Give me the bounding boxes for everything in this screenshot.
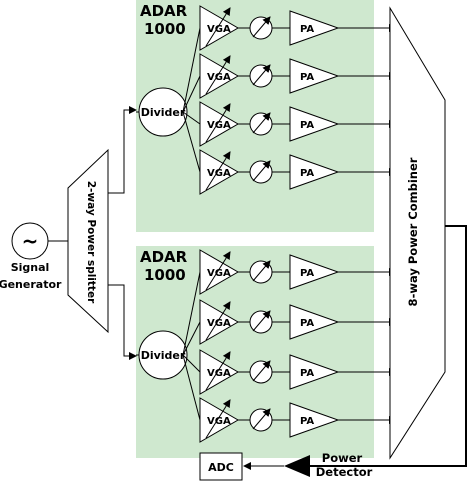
board-bottom-label-line2: 1000 — [144, 266, 186, 284]
phase-shifter-arrow-top-1 — [252, 16, 271, 38]
pa-label-bottom-1: PA — [300, 268, 314, 279]
vga-block-top-4 — [199, 149, 239, 195]
pa-label-top-2: PA — [300, 72, 314, 83]
wire-divider-to-vga-top-1 — [182, 27, 201, 113]
vga-block-bottom-1 — [199, 249, 239, 295]
board-top-label-line1: ADAR — [140, 2, 188, 20]
vga-label-top-1: VGA — [207, 24, 231, 35]
pa-label-bottom-3: PA — [300, 368, 314, 379]
divider-label-bottom: Divider — [141, 349, 186, 362]
divider-block-bottom — [138, 330, 188, 380]
vga-gain-arrow-bottom-4 — [205, 399, 231, 439]
wire-divider-to-vga-top-4 — [182, 111, 201, 173]
vga-gain-arrow-top-2 — [205, 55, 231, 95]
vga-label-top-4: VGA — [207, 168, 231, 179]
vga-block-top-2 — [199, 53, 239, 99]
power-detector-label-line1: Power — [322, 451, 363, 465]
phase-shifter-arrow-bottom-1 — [252, 260, 271, 282]
signal-generator-symbol: ~ — [22, 229, 39, 253]
pa-block-top-2 — [289, 58, 340, 94]
wire-divider-to-vga-top-2 — [182, 75, 201, 113]
wire-divider-to-vga-bottom-2 — [182, 321, 201, 356]
pa-label-bottom-4: PA — [300, 416, 314, 427]
vga-label-bottom-4: VGA — [207, 416, 231, 427]
pa-label-bottom-2: PA — [300, 318, 314, 329]
vga-block-bottom-3 — [199, 349, 239, 395]
vga-block-bottom-4 — [199, 397, 239, 443]
pa-block-bottom-2 — [289, 304, 340, 340]
adc-block — [199, 452, 243, 481]
pa-block-top-1 — [289, 10, 340, 46]
vga-block-bottom-2 — [199, 299, 239, 345]
vga-gain-arrow-top-4 — [205, 151, 231, 191]
pa-block-bottom-3 — [289, 354, 340, 390]
phase-shifter-arrow-bottom-3 — [252, 360, 271, 382]
wire-divider-to-vga-top-3 — [182, 111, 201, 125]
vga-label-top-3: VGA — [207, 120, 231, 131]
vga-label-top-2: VGA — [207, 72, 231, 83]
vga-gain-arrow-bottom-1 — [205, 251, 231, 291]
wire-divider-to-vga-bottom-4 — [182, 354, 201, 421]
pa-block-top-4 — [289, 154, 340, 190]
signal-generator-label-line2: Generator — [0, 278, 62, 291]
pa-label-top-1: PA — [300, 24, 314, 35]
vga-gain-arrow-top-3 — [205, 103, 231, 143]
pa-block-top-3 — [289, 106, 340, 142]
divider-block-top — [138, 87, 188, 137]
pa-label-top-3: PA — [300, 120, 314, 131]
wire-divider-to-vga-bottom-1 — [182, 271, 201, 356]
combiner-label: 8-way Power Combiner — [406, 157, 420, 306]
vga-gain-arrow-bottom-3 — [205, 351, 231, 391]
wire-combiner-output — [334, 225, 467, 467]
splitter-block — [67, 148, 109, 334]
board-top-label-line2: 1000 — [144, 20, 186, 38]
phase-shifter-arrow-bottom-4 — [252, 408, 271, 430]
vga-gain-arrow-bottom-2 — [205, 301, 231, 341]
divider-label-top: Divider — [141, 106, 186, 119]
phase-shifter-arrow-top-3 — [252, 112, 271, 134]
vga-label-bottom-2: VGA — [207, 318, 231, 329]
vga-label-bottom-3: VGA — [207, 368, 231, 379]
power-detector-symbol — [284, 455, 310, 477]
board-bottom-label-line1: ADAR — [140, 248, 188, 266]
vga-label-bottom-1: VGA — [207, 268, 231, 279]
adc-label: ADC — [208, 461, 234, 474]
signal-generator-label-line1: Signal — [11, 261, 50, 274]
phase-shifter-arrow-top-2 — [252, 64, 271, 86]
pa-block-bottom-1 — [289, 254, 340, 290]
wire-splitter-to-top-divider — [108, 106, 137, 194]
vga-block-top-1 — [199, 5, 239, 51]
phase-shifter-arrow-top-4 — [252, 160, 271, 182]
vga-gain-arrow-top-1 — [205, 7, 231, 47]
wire-divider-to-vga-bottom-3 — [182, 354, 201, 373]
pa-block-bottom-4 — [289, 402, 340, 438]
phase-shifter-arrow-bottom-2 — [252, 310, 271, 332]
splitter-label: 2-way Power splitter — [85, 181, 97, 304]
power-detector-label-line2: Detector — [316, 465, 373, 479]
combiner-block — [389, 6, 446, 460]
pa-label-top-4: PA — [300, 168, 314, 179]
vga-block-top-3 — [199, 101, 239, 147]
wire-splitter-to-bottom-divider — [108, 284, 137, 360]
